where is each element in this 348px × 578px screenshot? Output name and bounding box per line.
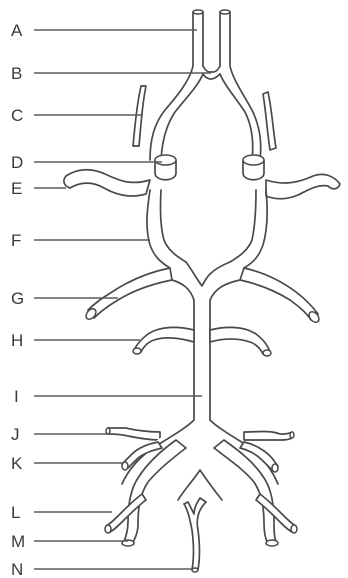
posterior-cerebral-right [263,92,276,150]
label-j: J [11,425,20,444]
pica-left [106,494,146,532]
label-c: C [11,106,23,125]
label-h: H [11,331,23,350]
label-e: E [11,179,22,198]
label-d: D [11,153,23,172]
anterior-communicating-artery [203,66,220,72]
middle-cerebral-right [266,174,340,198]
label-g: G [11,289,24,308]
label-n: N [11,560,23,578]
labyrinthine-artery-left [108,428,160,440]
posterior-cerebral-artery-left [88,268,172,318]
label-i: I [14,387,19,406]
label-k: K [11,454,23,473]
pica-right [256,494,296,532]
label-l: L [11,503,20,522]
label-m: M [11,532,25,551]
superior-cerebellar-right [210,327,270,354]
superior-cerebellar-left [134,327,194,352]
posterior-cerebral-left [133,86,146,146]
middle-cerebral-left [64,170,150,196]
label-b: B [11,64,22,83]
label-f: F [11,231,21,250]
label-letters: A B C D E F G H I J K L M N [11,21,25,578]
posterior-cerebral-artery-right [240,268,318,320]
artery-illustration [64,10,340,572]
labyrinthine-artery-right [244,432,292,441]
anterior-spinal-artery [184,498,206,570]
label-a: A [11,21,23,40]
circle-body-fill [142,12,262,295]
